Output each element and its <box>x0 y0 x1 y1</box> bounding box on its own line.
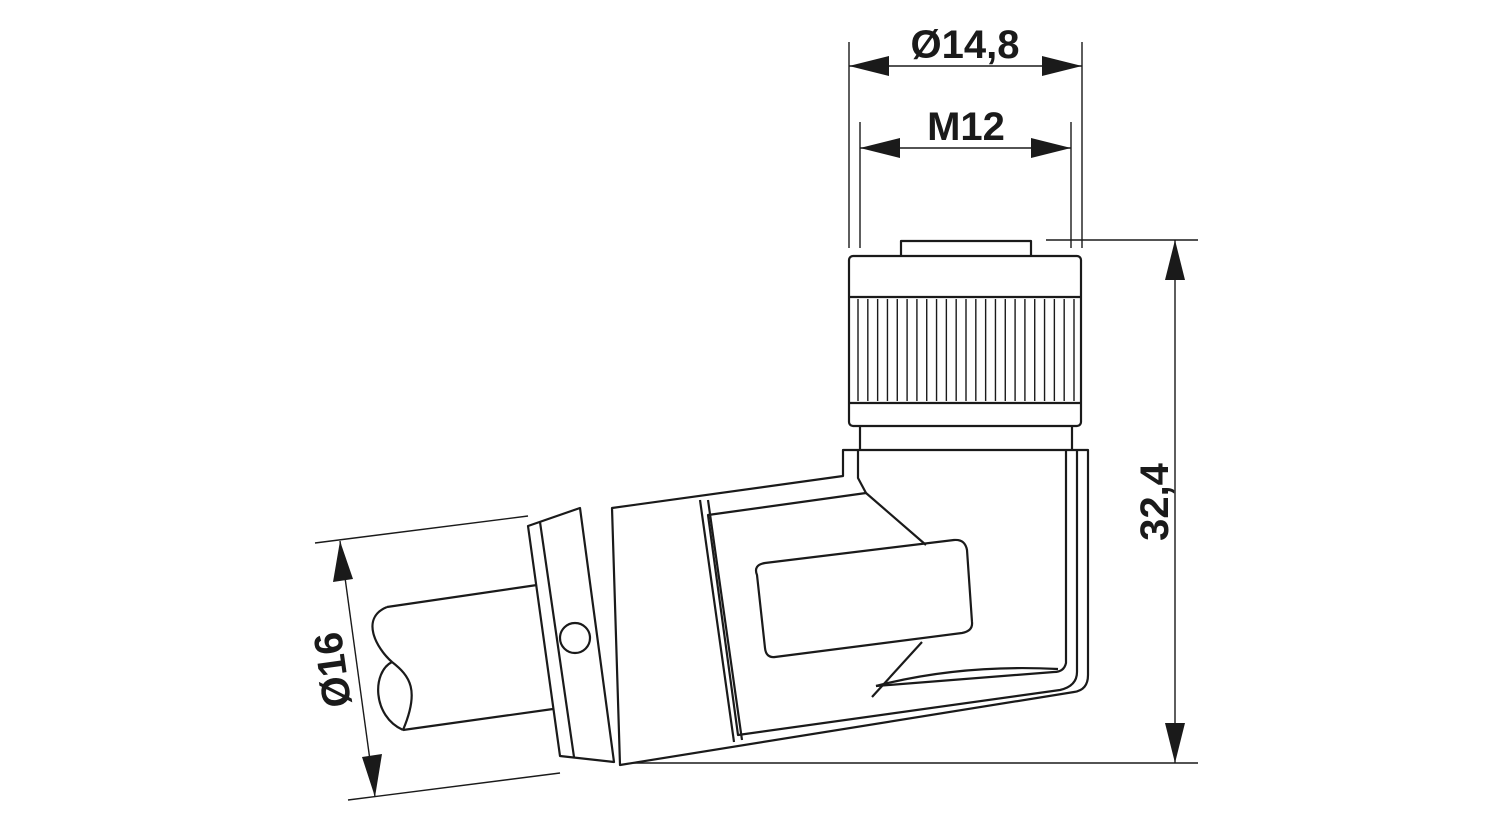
height-label: 32,4 <box>1133 462 1177 541</box>
arrow-left-icon <box>849 56 889 76</box>
dimension-outer-diameter: Ø14,8 <box>848 23 1083 248</box>
outer-diameter-label: Ø14,8 <box>911 23 1020 67</box>
dimension-cable-diameter: Ø16 <box>306 515 561 801</box>
screw-icon <box>558 621 592 655</box>
dimension-height: 32,4 <box>632 239 1198 764</box>
cable-diameter-label: Ø16 <box>306 629 360 710</box>
knurling <box>857 299 1075 401</box>
cable-clamp-ring <box>526 506 616 764</box>
arrow-right-icon <box>1042 56 1082 76</box>
arrow-up-icon <box>1165 240 1185 280</box>
angled-housing <box>610 448 1090 767</box>
arrow-right-icon <box>1031 138 1071 158</box>
arrow-down-icon <box>1165 723 1185 763</box>
thread-label: M12 <box>927 105 1005 149</box>
arrow-down-icon <box>362 754 382 797</box>
coupling-nut <box>847 239 1083 450</box>
dimension-thread: M12 <box>859 105 1072 248</box>
cable <box>371 583 554 732</box>
arrow-up-icon <box>333 541 353 582</box>
arrow-left-icon <box>860 138 900 158</box>
